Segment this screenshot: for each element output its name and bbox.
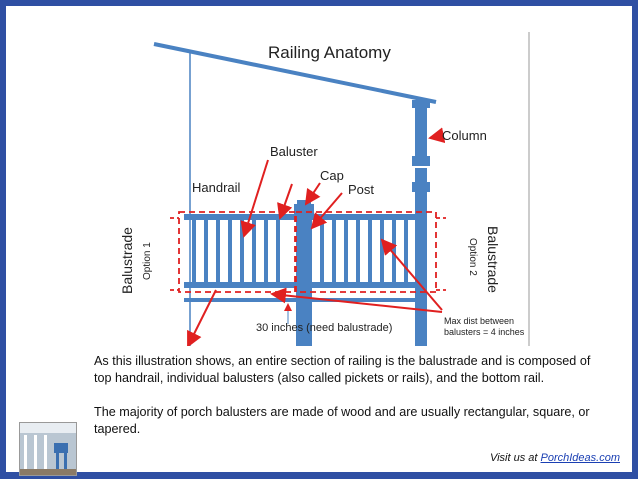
- label-post: Post: [348, 182, 374, 197]
- balusters-left: [192, 220, 280, 282]
- caption-paragraph-2: The majority of porch balusters are made…: [94, 405, 590, 436]
- label-option-2: Option 2: [467, 238, 478, 276]
- diagram-title: Railing Anatomy: [268, 43, 391, 62]
- caption-paragraph-1: As this illustration shows, an entire se…: [94, 354, 591, 385]
- option2-box: [295, 211, 437, 293]
- balusters-right: [320, 220, 408, 282]
- label-max-dist-2: balusters = 4 inches: [444, 327, 525, 337]
- roof-line: [153, 42, 437, 104]
- option1-box: [178, 211, 296, 293]
- label-option-1: Option 1: [142, 242, 153, 280]
- column: [412, 100, 430, 346]
- porch-photo-icon: [20, 423, 76, 475]
- porchideas-link[interactable]: PorchIdeas.com: [540, 452, 620, 464]
- label-max-dist-1: Max dist between: [444, 316, 514, 326]
- label-baluster: Baluster: [270, 144, 318, 159]
- label-cap: Cap: [320, 168, 344, 183]
- label-balustrade-left: Balustrade: [119, 227, 135, 294]
- label-column: Column: [442, 128, 487, 143]
- visit-prefix: Visit us at: [489, 452, 541, 464]
- label-handrail: Handrail: [192, 180, 241, 195]
- slide: Railing Anatomy Baluster Cap Post Handra…: [6, 6, 632, 476]
- railing-anatomy-diagram: Railing Anatomy Baluster Cap Post Handra…: [119, 32, 530, 346]
- caption: As this illustration shows, an entire se…: [94, 353, 594, 455]
- visit-footer: Visit us at PorchIdeas.com: [490, 452, 620, 464]
- post: [294, 200, 314, 346]
- label-balustrade-right: Balustrade: [485, 226, 501, 293]
- pointer-arrows: [187, 127, 446, 346]
- label-height-note: 30 inches (need balustrade): [256, 322, 392, 334]
- porch-photo-thumbnail: [19, 422, 77, 476]
